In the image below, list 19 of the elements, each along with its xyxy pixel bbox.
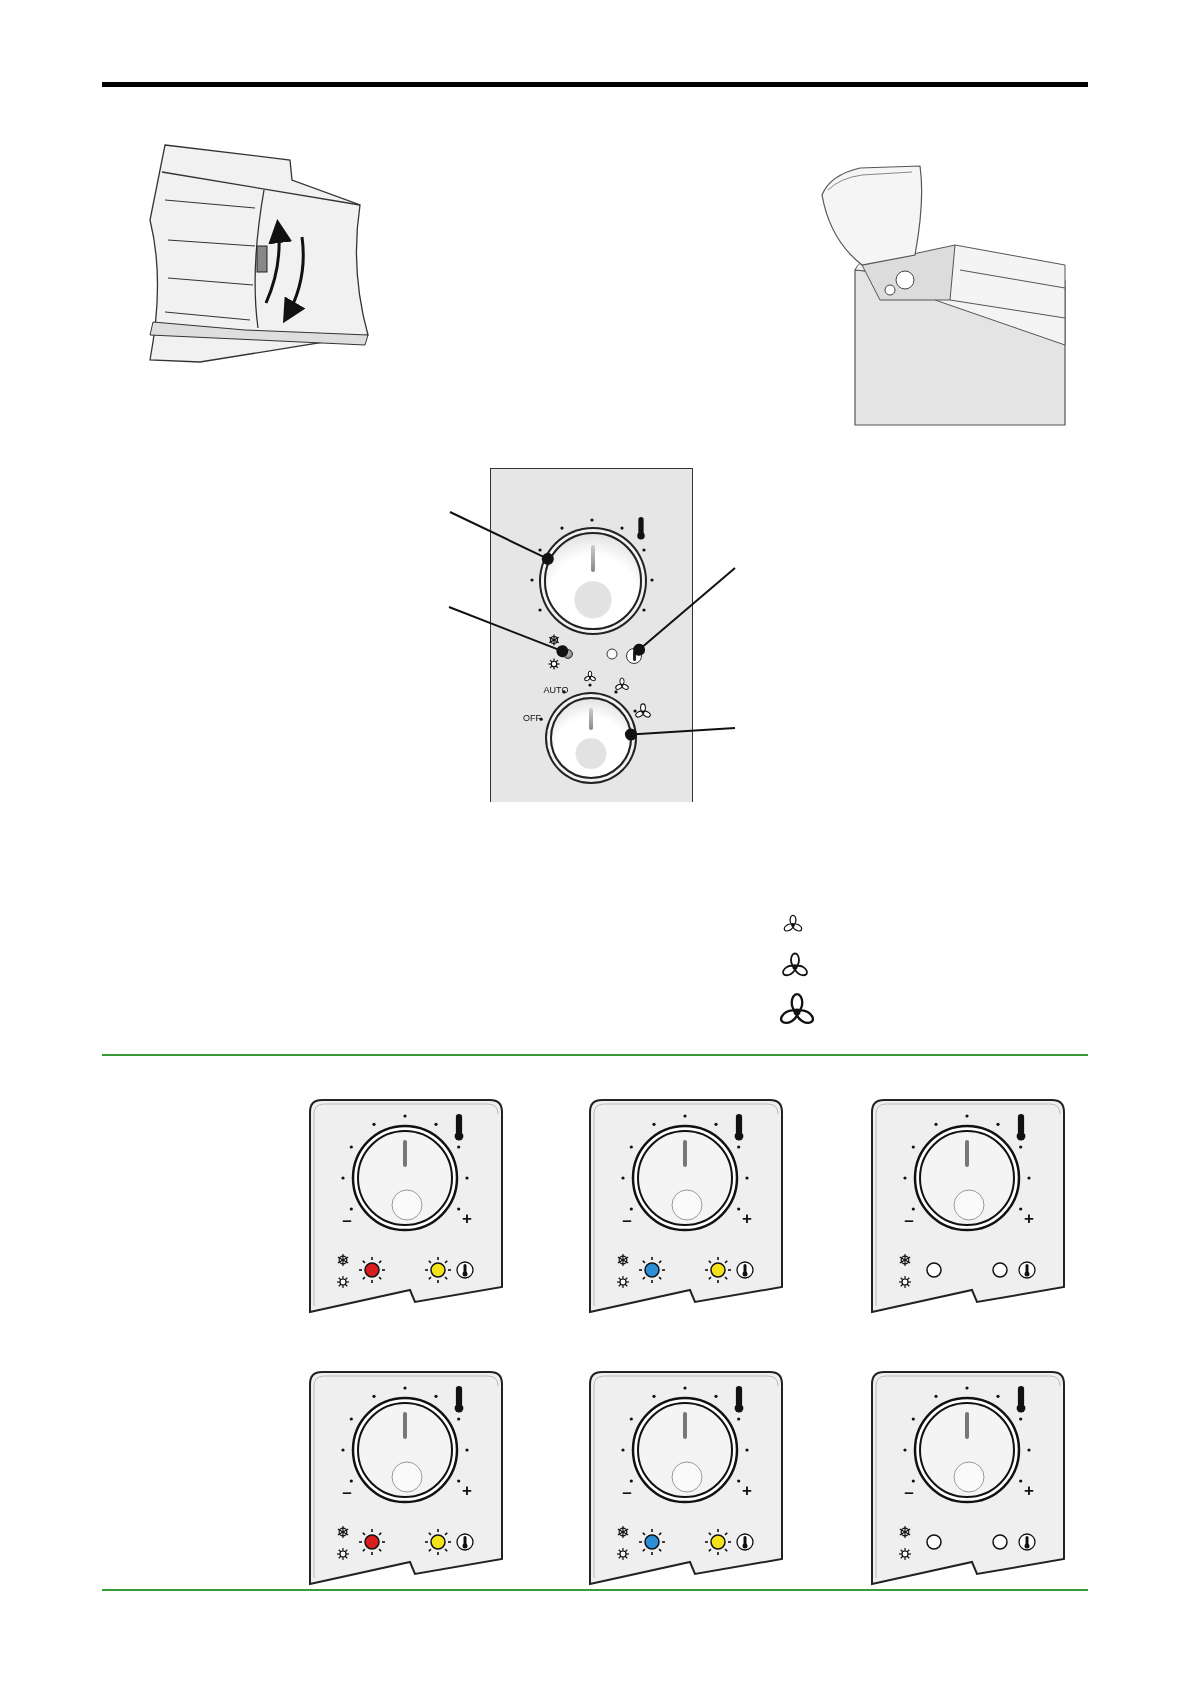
leader-line	[449, 511, 554, 565]
plus-sign: +	[742, 1481, 752, 1499]
minus-sign: –	[904, 1483, 914, 1501]
plus-sign: +	[462, 1481, 472, 1499]
plus-sign: +	[1024, 1209, 1034, 1227]
plus-sign: +	[462, 1209, 472, 1227]
dial-label: AUTO	[543, 685, 569, 695]
leader-line	[448, 606, 569, 658]
minus-sign: –	[342, 1211, 352, 1229]
plus-sign: +	[1024, 1481, 1034, 1499]
minus-sign: –	[342, 1483, 352, 1501]
minus-sign: –	[622, 1483, 632, 1501]
leader-line	[633, 567, 736, 656]
dial-label: OFF	[523, 713, 541, 723]
indicator-light	[563, 649, 573, 659]
plus-sign: +	[742, 1209, 752, 1227]
minus-sign: –	[622, 1211, 632, 1229]
minus-sign: –	[904, 1211, 914, 1229]
leader-line	[624, 727, 736, 741]
